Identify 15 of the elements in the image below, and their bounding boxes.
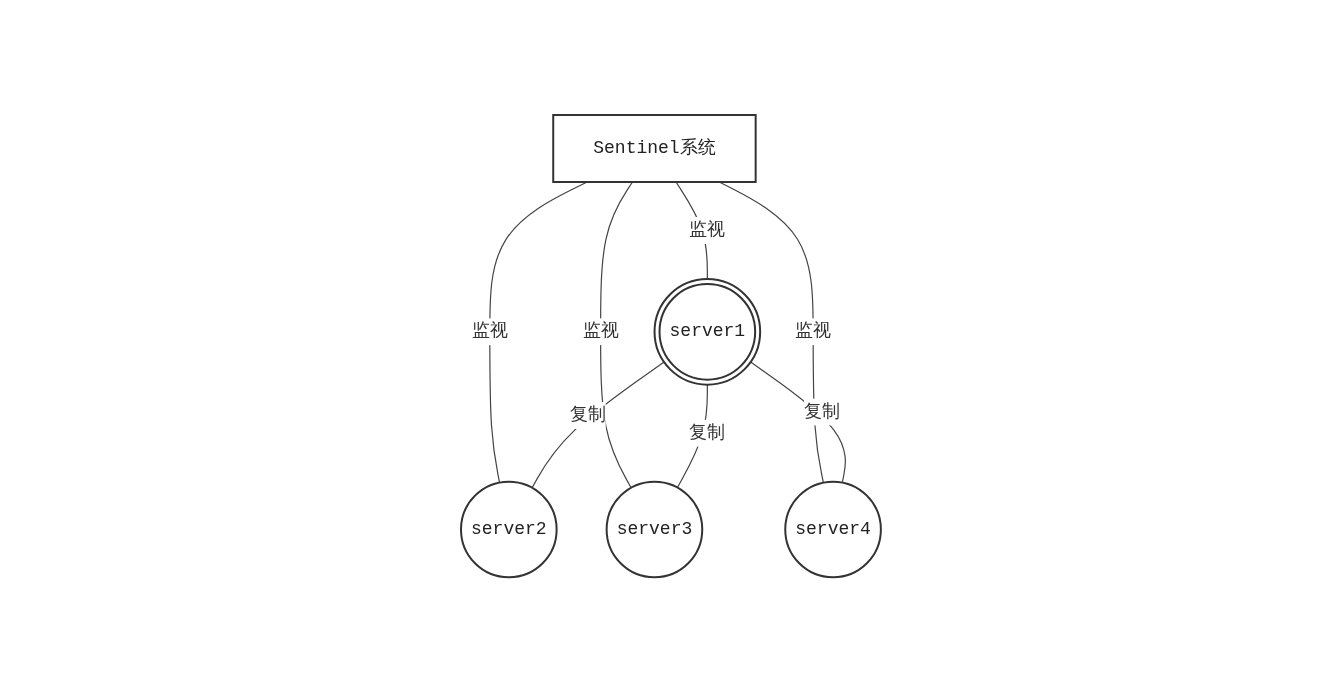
edge-label: 复制 (804, 401, 841, 422)
node-circle: server1 (653, 277, 762, 386)
edge-label: 复制 (569, 404, 606, 425)
node-circle: server2 (460, 480, 558, 579)
edge-label: 复制 (689, 422, 726, 443)
node-box: Sentinel系统 (552, 113, 757, 183)
connector (750, 361, 846, 483)
connector (489, 181, 588, 483)
edge-label: 监视 (795, 321, 832, 342)
node-circle: server3 (605, 480, 704, 579)
edge-label: 监视 (582, 321, 619, 342)
edge-label: 监视 (471, 321, 508, 342)
node-circle: server4 (784, 480, 882, 579)
edge-label: 监视 (689, 219, 726, 240)
connector (531, 361, 665, 489)
